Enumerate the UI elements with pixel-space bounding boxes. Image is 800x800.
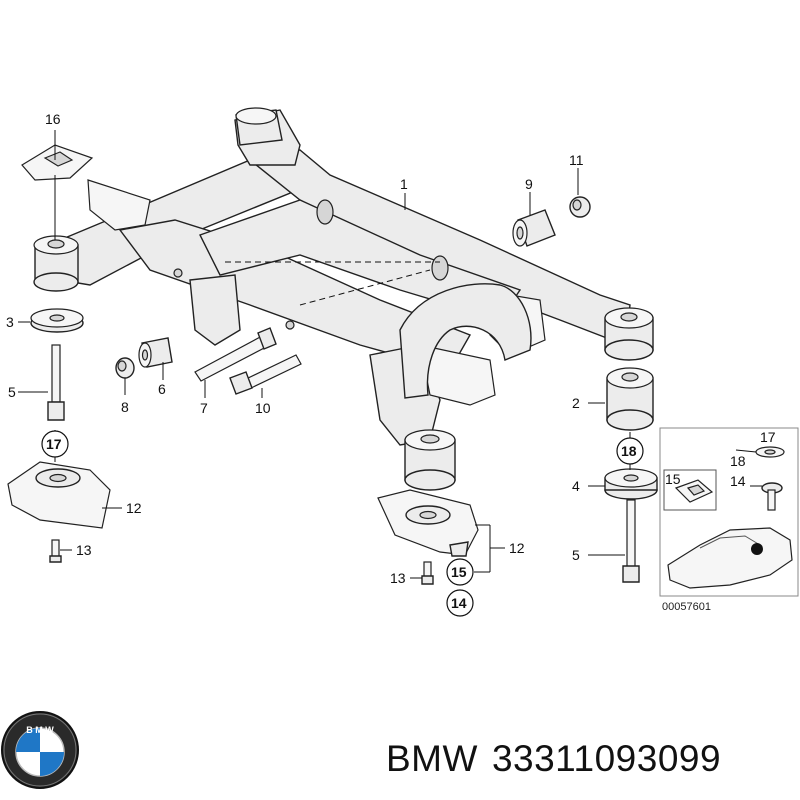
inset-label-17: 17 [760,429,776,445]
diagram-code: 00057601 [662,601,711,613]
bolt-7 [194,327,277,382]
callout-15: 15 [451,564,467,580]
callout-9: 9 [525,176,533,192]
mount-plate-12-left [7,461,111,529]
callout-10: 10 [255,400,271,416]
plate-16 [21,144,94,181]
inset-label-15: 15 [665,471,681,487]
mount-plate-12-center [377,489,479,557]
callout-11: 11 [569,152,584,168]
callout-2: 2 [572,395,580,411]
inset-label-14: 14 [730,473,746,489]
bushing-2 [606,367,654,431]
bushing-6 [138,337,173,368]
callout-1: 1 [400,176,408,192]
callout-7: 7 [200,400,208,416]
screw-13-center [421,561,434,585]
nut-8 [115,357,135,379]
washer-4 [604,468,658,500]
bmw-logo: B M W [1,711,79,789]
callout-8: 8 [121,399,129,415]
callout-17: 17 [46,436,62,452]
bushing-9 [512,209,556,247]
part-number: 33311093099 [491,738,722,779]
brand-part-number: BMW 33311093099 [386,738,721,780]
callout-14: 14 [451,595,467,611]
bolt-5-right [622,499,640,583]
callout-12-center: 12 [509,540,525,556]
washer-3 [30,308,84,333]
bushing-left-mounted [33,235,79,292]
bushing-right-mounted [604,307,654,361]
callout-13-center: 13 [390,570,406,586]
callout-5-right: 5 [572,547,580,563]
callout-5-left: 5 [8,384,16,400]
callout-6: 6 [158,381,166,397]
bmw-logo-lettering: B M W [26,725,54,735]
callout-16: 16 [45,111,61,127]
bolt-5-left [47,344,65,421]
circled-callouts [41,430,644,617]
bolt-10 [229,354,302,395]
screw-13-left [49,539,62,563]
inset-detail: 00057601 17 18 15 14 [659,427,799,613]
centerline [299,269,431,306]
callout-12-left: 12 [126,500,142,516]
inset-label-18: 18 [730,453,746,469]
callout-3: 3 [6,314,14,330]
bushing-top-mounted [235,107,283,146]
rear-subframe [59,109,631,446]
brand-name: BMW [386,738,478,779]
bushing-center-mounted [404,429,456,491]
leader-lines [18,130,762,579]
nut-11 [569,196,591,218]
callout-18: 18 [621,443,637,459]
callout-13-left: 13 [76,542,92,558]
callout-4: 4 [572,478,580,494]
